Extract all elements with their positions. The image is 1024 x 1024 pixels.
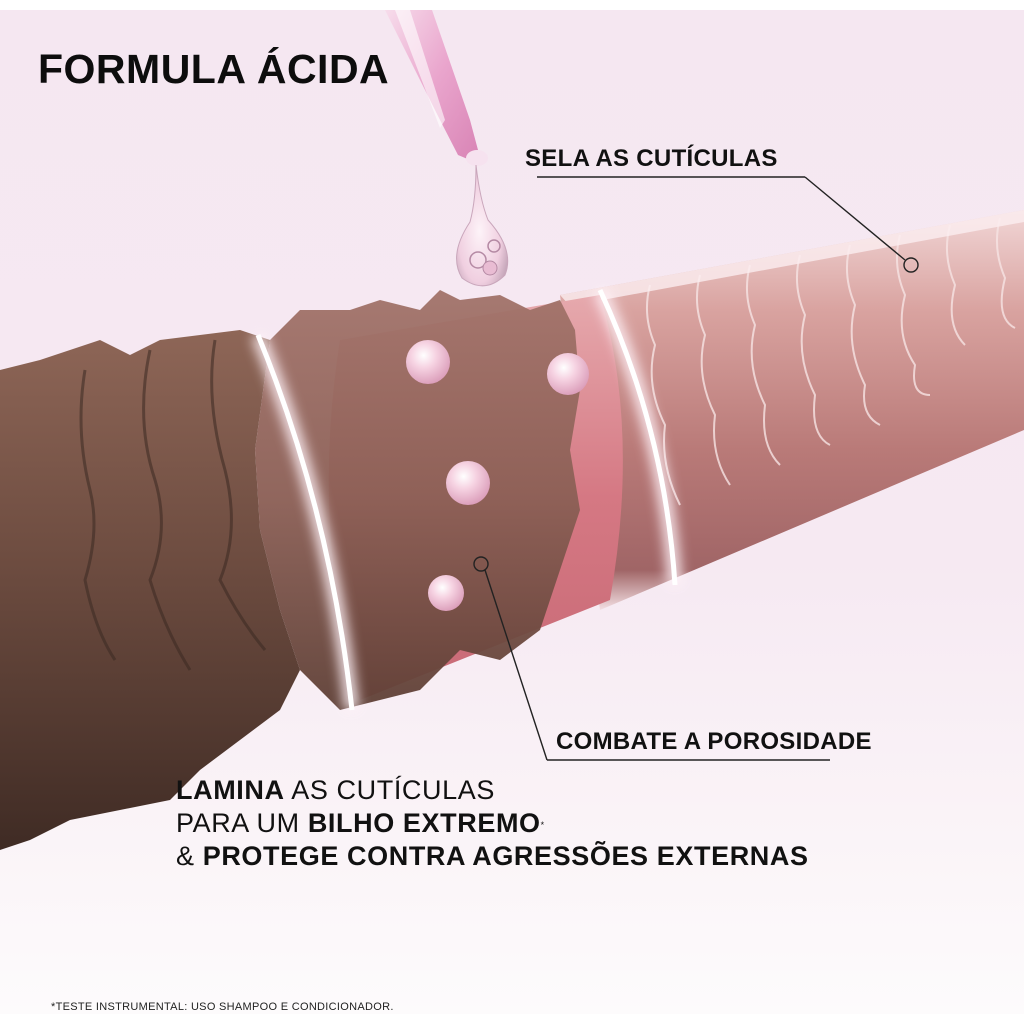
dropper-icon xyxy=(385,10,509,287)
callout-line-sela xyxy=(537,176,919,273)
callout-fights-porosity: COMBATE A POROSIDADE xyxy=(556,728,872,755)
hair-strand-illustration xyxy=(0,10,1024,850)
benefit-text: AS CUTÍCULAS xyxy=(284,775,495,805)
benefit-emphasis: LAMINA xyxy=(176,775,285,805)
disclaimer-footnote: *TESTE INSTRUMENTAL: USO SHAMPOO E CONDI… xyxy=(51,1001,394,1013)
pearl-bead xyxy=(446,461,490,505)
hair-sealed-section xyxy=(560,210,1024,610)
callout-line-combate xyxy=(473,556,830,761)
pearl-bead xyxy=(406,340,450,384)
footnote-marker: * xyxy=(540,820,545,830)
hair-damaged-section xyxy=(0,330,300,850)
benefit-line-2: PARA UM BILHO EXTREMO* xyxy=(176,807,809,840)
benefit-emphasis: BILHO EXTREMO xyxy=(307,808,541,838)
benefit-emphasis: PROTEGE CONTRA AGRESSÕES EXTERNAS xyxy=(202,841,809,871)
pearl-bead xyxy=(428,575,464,611)
page-title: FORMULA ÁCIDA xyxy=(38,46,390,92)
serum-droplet xyxy=(456,164,509,287)
product-graphic: FORMULA ÁCIDA SELA AS CUTÍCULAS COMBATE … xyxy=(0,10,1024,1014)
benefit-text: PARA UM xyxy=(176,808,308,838)
benefit-text: & xyxy=(176,841,203,871)
benefit-line-1: LAMINA AS CUTÍCULAS xyxy=(176,774,809,807)
benefit-line-3: & PROTEGE CONTRA AGRESSÕES EXTERNAS xyxy=(176,840,809,873)
pearl-bead xyxy=(547,353,589,395)
benefit-copy: LAMINA AS CUTÍCULAS PARA UM BILHO EXTREM… xyxy=(176,774,809,873)
callout-seals-cuticles: SELA AS CUTÍCULAS xyxy=(525,145,778,172)
